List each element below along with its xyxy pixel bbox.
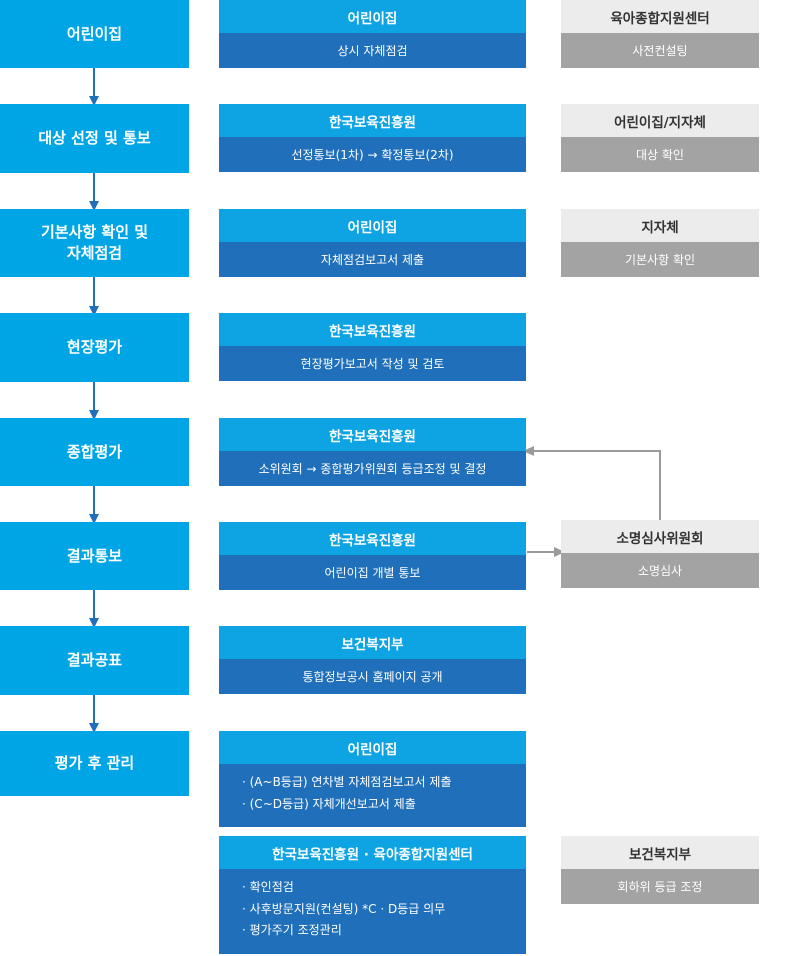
main-task: 자체점검보고서 제출 <box>219 242 526 277</box>
side-box: 지자체 기본사항 확인 <box>561 209 759 277</box>
side-box: 보건복지부 회하위 등급 조정 <box>561 836 759 904</box>
side-box-appeal: 소명심사위원회 소명심사 <box>561 520 759 588</box>
side-org: 어린이집/지자체 <box>561 104 759 137</box>
main-task: 통합정보공시 홈페이지 공개 <box>219 659 526 694</box>
main-org: 한국보육진흥원 <box>219 104 526 137</box>
main-box: 어린이집 상시 자체점검 <box>219 0 526 68</box>
side-task: 대상 확인 <box>561 137 759 172</box>
step-post-management: 평가 후 관리 <box>0 731 189 796</box>
main-org: 한국보육진흥원 <box>219 313 526 346</box>
main-org: 한국보육진흥원 <box>219 418 526 451</box>
side-org: 보건복지부 <box>561 836 759 869</box>
main-task: 상시 자체점검 <box>219 33 526 68</box>
step-basic-check: 기본사항 확인 및 자체점검 <box>0 209 189 277</box>
side-org: 소명심사위원회 <box>561 520 759 553</box>
step-target-selection: 대상 선정 및 통보 <box>0 104 189 173</box>
list-item: · 사후방문지원(컨설팅) *C · D등급 의무 <box>242 901 446 916</box>
main-task: 선정통보(1차) → 확정통보(2차) <box>219 137 526 172</box>
side-org: 육아종합지원센터 <box>561 0 759 33</box>
main-box: 어린이집 · (A~B등급) 연차별 자체점검보고서 제출 · (C~D등급) … <box>219 731 526 827</box>
feedback-arrow-to-comprehensive <box>523 446 661 520</box>
main-org: 한국보육진흥원 · 육아종합지원센터 <box>219 836 526 869</box>
side-box: 어린이집/지자체 대상 확인 <box>561 104 759 172</box>
main-box: 한국보육진흥원 어린이집 개별 통보 <box>219 522 526 590</box>
main-org: 어린이집 <box>219 731 526 764</box>
side-org: 지자체 <box>561 209 759 242</box>
main-task: 어린이집 개별 통보 <box>219 555 526 590</box>
step-comprehensive-evaluation: 종합평가 <box>0 418 189 486</box>
main-box: 한국보육진흥원 · 육아종합지원센터 · 확인점검 · 사후방문지원(컨설팅) … <box>219 836 526 954</box>
step-result-notice: 결과통보 <box>0 522 189 590</box>
step-result-publication: 결과공표 <box>0 626 189 695</box>
list-item: · (C~D등급) 자체개선보고서 제출 <box>242 796 416 811</box>
main-box: 한국보육진흥원 선정통보(1차) → 확정통보(2차) <box>219 104 526 172</box>
main-box: 한국보육진흥원 현장평가보고서 작성 및 검토 <box>219 313 526 381</box>
main-task: 현장평가보고서 작성 및 검토 <box>219 346 526 381</box>
side-task: 소명심사 <box>561 553 759 588</box>
side-task: 회하위 등급 조정 <box>561 869 759 904</box>
side-task: 사전컨설팅 <box>561 33 759 68</box>
side-box: 육아종합지원센터 사전컨설팅 <box>561 0 759 68</box>
step-daycare: 어린이집 <box>0 0 189 68</box>
main-org: 어린이집 <box>219 209 526 242</box>
main-org: 어린이집 <box>219 0 526 33</box>
side-task: 기본사항 확인 <box>561 242 759 277</box>
main-task: 소위원회 → 종합평가위원회 등급조정 및 결정 <box>219 451 526 486</box>
main-task-list: · (A~B등급) 연차별 자체점검보고서 제출 · (C~D등급) 자체개선보… <box>219 764 526 827</box>
list-item: · 평가주기 조정관리 <box>242 923 342 937</box>
main-box: 보건복지부 통합정보공시 홈페이지 공개 <box>219 626 526 694</box>
main-org: 보건복지부 <box>219 626 526 659</box>
main-box: 한국보육진흥원 소위원회 → 종합평가위원회 등급조정 및 결정 <box>219 418 526 486</box>
main-org: 한국보육진흥원 <box>219 522 526 555</box>
main-box: 어린이집 자체점검보고서 제출 <box>219 209 526 277</box>
list-item: · (A~B등급) 연차별 자체점검보고서 제출 <box>242 775 452 789</box>
list-item: · 확인점검 <box>242 880 294 894</box>
step-field-evaluation: 현장평가 <box>0 313 189 382</box>
main-task-list: · 확인점검 · 사후방문지원(컨설팅) *C · D등급 의무 · 평가주기 … <box>219 869 526 954</box>
